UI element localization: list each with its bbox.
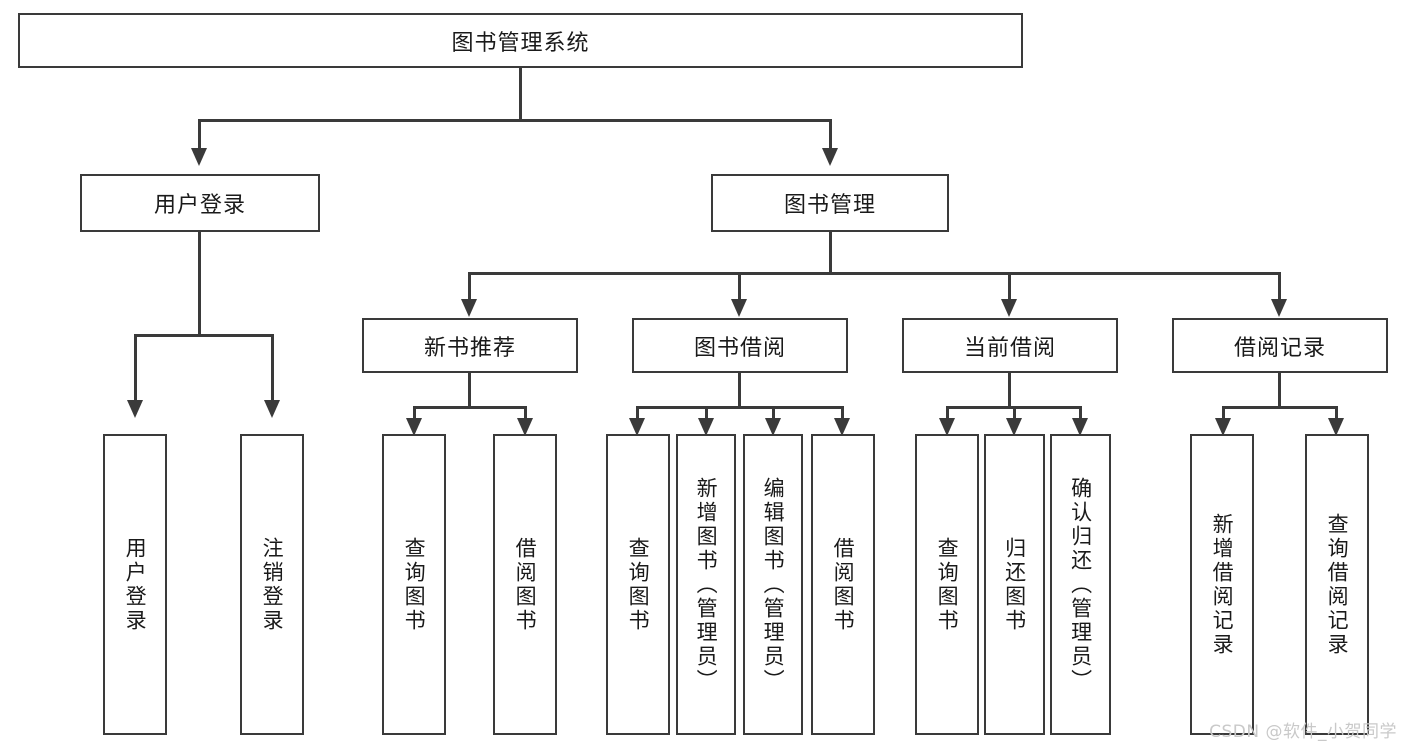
node-leaf-confirm-return[interactable]: 确认归还（管理员） — [1050, 434, 1111, 735]
csdn-watermark: CSDN @软件_小贺同学 — [1209, 722, 1397, 742]
node-leaf-logout[interactable]: 注销登录 — [240, 434, 304, 735]
edge-user-login-to-leaf-2 — [271, 334, 274, 402]
node-borrow-record[interactable]: 借阅记录 — [1172, 318, 1388, 373]
edge-br-to-leaf-1 — [1222, 406, 1225, 428]
arrow-to-leaf-query-book-2 — [629, 418, 645, 436]
node-label: 图书管理系统 — [451, 30, 590, 56]
edge-root-bus — [198, 119, 832, 122]
edge-cb-to-leaf-1 — [946, 406, 949, 428]
arrow-to-leaf-edit-book — [765, 418, 781, 436]
arrow-to-leaf-query-record — [1328, 418, 1344, 436]
edge-borrow-record-bus — [1222, 406, 1338, 409]
edge-borrow-record-down — [1278, 373, 1281, 408]
node-label: 新书推荐 — [423, 335, 516, 361]
node-leaf-edit-book[interactable]: 编辑图书（管理员） — [743, 434, 803, 735]
edge-level2-bus — [468, 272, 1280, 275]
edge-bb-to-leaf-1 — [636, 406, 639, 428]
arrow-to-leaf-user-login — [127, 400, 143, 418]
arrow-to-borrow-record — [1271, 299, 1287, 317]
arrow-to-leaf-logout — [264, 400, 280, 418]
node-label: 新增借阅记录 — [1210, 512, 1235, 657]
edge-user-login-to-leaf-1 — [134, 334, 137, 402]
edge-book-borrow-bus — [636, 406, 844, 409]
edge-nbr-to-leaf-2 — [524, 406, 527, 428]
node-current-borrow[interactable]: 当前借阅 — [902, 318, 1118, 373]
edge-root-to-book-management — [829, 119, 832, 151]
edge-user-login-down — [198, 232, 201, 336]
node-label: 查询图书 — [626, 536, 651, 633]
node-label: 图书借阅 — [693, 335, 786, 361]
edge-to-book-borrow — [738, 272, 741, 302]
node-leaf-add-book[interactable]: 新增图书（管理员） — [676, 434, 736, 735]
node-label: 查询借阅记录 — [1325, 512, 1350, 657]
edge-book-management-down — [829, 232, 832, 274]
edge-cb-to-leaf-2 — [1013, 406, 1016, 428]
node-leaf-query-book-1[interactable]: 查询图书 — [382, 434, 446, 735]
edge-root-down — [519, 68, 522, 120]
edge-cb-to-leaf-3 — [1079, 406, 1082, 428]
arrow-to-leaf-borrow-book-2 — [834, 418, 850, 436]
node-book-borrow[interactable]: 图书借阅 — [632, 318, 848, 373]
arrow-to-leaf-confirm-return — [1072, 418, 1088, 436]
arrow-to-current-borrow — [1001, 299, 1017, 317]
edge-bb-to-leaf-4 — [841, 406, 844, 428]
edge-to-current-borrow — [1008, 272, 1011, 302]
node-leaf-user-login[interactable]: 用户登录 — [103, 434, 167, 735]
arrow-to-leaf-borrow-book-1 — [517, 418, 533, 436]
edge-book-borrow-down — [738, 373, 741, 408]
node-book-management[interactable]: 图书管理 — [711, 174, 949, 232]
node-label: 图书管理 — [783, 193, 876, 218]
node-label: 借阅记录 — [1233, 335, 1326, 361]
edge-new-book-recommend-down — [468, 373, 471, 408]
node-leaf-borrow-book-1[interactable]: 借阅图书 — [493, 434, 557, 735]
edge-nbr-to-leaf-1 — [413, 406, 416, 428]
edge-br-to-leaf-2 — [1335, 406, 1338, 428]
edge-bb-to-leaf-3 — [772, 406, 775, 428]
node-user-login[interactable]: 用户登录 — [80, 174, 320, 232]
node-leaf-query-book-2[interactable]: 查询图书 — [606, 434, 670, 735]
arrow-to-user-login — [191, 148, 207, 166]
node-label: 注销登录 — [260, 536, 285, 633]
node-label: 查询图书 — [935, 536, 960, 633]
arrow-to-leaf-query-book-1 — [406, 418, 422, 436]
node-label: 确认归还（管理员） — [1068, 476, 1093, 693]
arrow-to-book-management — [822, 148, 838, 166]
node-label: 编辑图书（管理员） — [761, 476, 786, 693]
arrow-to-new-book-recommend — [461, 299, 477, 317]
node-leaf-return-book[interactable]: 归还图书 — [984, 434, 1045, 735]
node-label: 用户登录 — [123, 536, 148, 633]
arrow-to-leaf-query-book-3 — [939, 418, 955, 436]
edge-bb-to-leaf-2 — [705, 406, 708, 428]
arrow-to-leaf-add-book — [698, 418, 714, 436]
edge-user-login-bus — [134, 334, 274, 337]
node-book-management-system[interactable]: 图书管理系统 — [18, 13, 1023, 68]
edge-current-borrow-down — [1008, 373, 1011, 408]
node-leaf-add-record[interactable]: 新增借阅记录 — [1190, 434, 1254, 735]
node-label: 归还图书 — [1002, 536, 1027, 633]
edge-to-borrow-record — [1278, 272, 1281, 302]
node-leaf-borrow-book-2[interactable]: 借阅图书 — [811, 434, 875, 735]
node-label: 当前借阅 — [963, 335, 1056, 361]
node-leaf-query-record[interactable]: 查询借阅记录 — [1305, 434, 1369, 735]
node-label: 用户登录 — [153, 193, 246, 218]
node-label: 借阅图书 — [513, 536, 538, 633]
arrow-to-leaf-add-record — [1215, 418, 1231, 436]
node-leaf-query-book-3[interactable]: 查询图书 — [915, 434, 979, 735]
arrow-to-leaf-return-book — [1006, 418, 1022, 436]
edge-new-book-recommend-bus — [413, 406, 527, 409]
node-new-book-recommend[interactable]: 新书推荐 — [362, 318, 578, 373]
node-label: 新增图书（管理员） — [694, 476, 719, 693]
edge-root-to-user-login — [198, 119, 201, 151]
node-label: 借阅图书 — [831, 536, 856, 633]
node-label: 查询图书 — [402, 536, 427, 633]
arrow-to-book-borrow — [731, 299, 747, 317]
edge-to-new-book-recommend — [468, 272, 471, 302]
